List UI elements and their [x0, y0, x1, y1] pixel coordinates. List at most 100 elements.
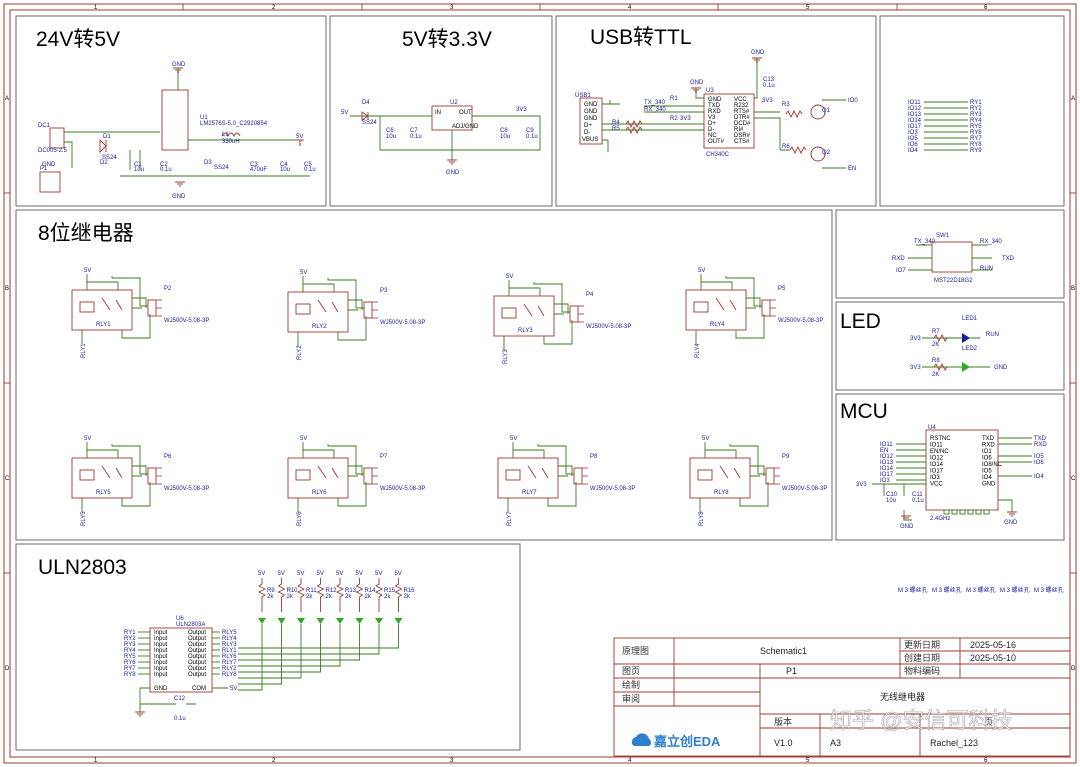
uln-r-ref-6: R14 — [365, 588, 377, 594]
uln-in-label-0: Input — [154, 630, 168, 636]
sw-rxd: RXD — [892, 256, 905, 262]
col-5-bottom: 5 — [806, 758, 810, 764]
tb-k-created: 创建日期 — [904, 652, 940, 663]
relay-units: 5VRLY1P2WJ500V-5.08-3PRLY15VRLY2P3WJ500V… — [71, 268, 827, 526]
uln-resistors: 5VR92k5VR102k5VR112k5VR122k5VR132k5VR142… — [238, 571, 416, 691]
col-2-bottom: 2 — [272, 758, 276, 764]
relay-5v-4: 5V — [698, 268, 705, 274]
c7-ref: C7 — [410, 128, 418, 134]
dc1-ref: DC1 — [38, 123, 51, 129]
mcu-freq: 2.4GHz — [930, 516, 950, 522]
c4-ref: C4 — [280, 162, 288, 168]
mcu-pin-right-0: TXD — [982, 436, 995, 442]
u4-ref: U4 — [928, 425, 936, 431]
mcu-net-left-2: IO12 — [880, 454, 894, 460]
mcu-net-left-0: IO11 — [880, 442, 893, 448]
usb1-ref: USB1 — [575, 93, 591, 99]
row-b-right: B — [1071, 286, 1075, 292]
netmap-right-3: RY4 — [970, 118, 982, 124]
uln-in-label-2: Input — [154, 642, 168, 648]
u3-l-4: D+ — [708, 121, 716, 127]
mount-hole-3: M 3 螺丝孔 — [966, 586, 996, 594]
net-tx340: TX_340 — [644, 100, 666, 106]
uln-in-net-7: RY8 — [124, 672, 136, 678]
watermark: 知乎 @安信可科技 — [830, 708, 1012, 733]
tb-project: 无线继电器 — [880, 691, 925, 702]
relay-conn-2: P3 — [380, 288, 388, 294]
c1-ref: C1 — [134, 162, 142, 168]
relay-ref-6: RLY6 — [312, 490, 327, 496]
uln-5v: 5V — [230, 686, 237, 692]
r3-ref: R3 — [782, 102, 790, 108]
u6-part: ULN2803A — [176, 622, 205, 628]
c7-val: 0.1u — [410, 134, 422, 140]
block-title-led: LED — [840, 310, 881, 333]
block-mcu: MCU U4 RSTNCIO11EN/NCIO12IO14IO17IO3VCCT… — [835, 393, 1065, 541]
relay-net-7: RLY7 — [507, 511, 513, 526]
netmap-right-1: RY2 — [970, 106, 982, 112]
uln-r-val-8: 2k — [404, 594, 411, 600]
netmap-right-6: RY7 — [970, 136, 982, 142]
uln-out-net-7: RLY8 — [222, 672, 237, 678]
uln-out-label-0: Output — [188, 630, 206, 636]
uln-r-5v-3: 5V — [297, 571, 304, 577]
l1-val: 330uH — [222, 139, 240, 145]
p1-gnd: GND — [42, 162, 56, 168]
u3-r-3: DTR# — [734, 115, 750, 121]
u2-out: OUT — [459, 110, 472, 116]
mcu-pin-left-0: RSTNC — [930, 436, 951, 442]
mcu-3v3: 3V3 — [856, 482, 867, 488]
netmap-left-5: IO3 — [908, 130, 918, 136]
u3-l-5: D- — [708, 127, 714, 133]
usb-pin-3: GND — [584, 116, 598, 122]
netmap-left-3: IO14 — [908, 118, 922, 124]
r7-val: 2K — [932, 342, 939, 348]
uln-r-val-6: 2k — [365, 594, 372, 600]
uln-in-label-5: Input — [154, 660, 168, 666]
mcu-net-left-4: IO14 — [880, 466, 894, 472]
c1-val: 10u — [134, 167, 144, 173]
d2-ref: D2 — [100, 160, 108, 166]
d1-part: SS24 — [102, 155, 117, 161]
relay-ref-1: RLY1 — [96, 322, 111, 328]
uln-out-net-0: RLY5 — [222, 630, 237, 636]
uln-com-pin: COM — [192, 686, 206, 692]
u6-ref: U6 — [176, 616, 184, 622]
relay-ref-8: RLY8 — [714, 490, 729, 496]
block-title-usb: USB转TTL — [590, 26, 692, 49]
c3-val: 470uF — [250, 167, 267, 173]
d4-ref: D4 — [362, 100, 370, 106]
r5-ref: R5 — [612, 126, 620, 132]
c2-val: 0.1u — [160, 167, 172, 173]
uln-in-net-6: RY7 — [124, 666, 136, 672]
c6-val: 10u — [386, 134, 396, 140]
mcu-pin-left-4: IO14 — [930, 462, 944, 468]
uln-r-5v-6: 5V — [356, 571, 363, 577]
c13-gnd: GND — [751, 50, 765, 56]
relay-part-3: WJ500V-5.08-3P — [586, 324, 631, 330]
row-c-right: C — [1071, 476, 1076, 482]
col-4: 4 — [628, 5, 632, 11]
uln-out-label-1: Output — [188, 636, 206, 642]
uln-r-ref-8: R16 — [404, 588, 416, 594]
mcu-pin-right-6: IO4 — [982, 475, 992, 481]
relay-5v-1: 5V — [84, 268, 91, 274]
relay-5v-8: 5V — [702, 436, 709, 442]
netmap-left-8: IO4 — [908, 148, 918, 154]
c8-ref: C8 — [500, 128, 508, 134]
mount-hole-5: M 3 螺丝孔 — [1034, 586, 1064, 594]
tb-v-author: Rachel_123 — [930, 738, 978, 748]
dc1-part: DC005-2.5 — [38, 148, 68, 154]
uln-in-label-7: Input — [154, 672, 168, 678]
d3-part: SS24 — [214, 165, 229, 171]
block-relays: 8位继电器 5VRLY1P2WJ500V-5.08-3PRLY15VRLY2P3… — [15, 209, 833, 541]
d4-part: SS24 — [362, 120, 377, 126]
block-title-uln: ULN2803 — [38, 556, 127, 579]
uln-in-label-3: Input — [154, 648, 168, 654]
